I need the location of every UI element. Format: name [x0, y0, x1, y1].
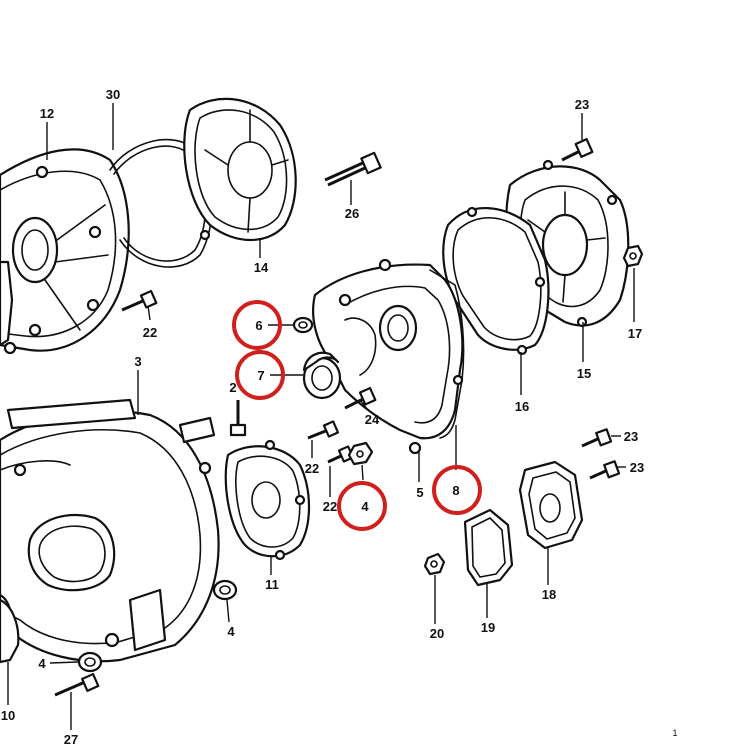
- highlight-circle-4: [337, 481, 387, 531]
- label-23-top: 23: [575, 97, 589, 112]
- label-23-right-upper: 23: [624, 429, 638, 444]
- part-17-nut: [622, 244, 644, 268]
- part-26-bolt: [324, 151, 382, 187]
- label-2: 2: [229, 380, 236, 395]
- label-3: 3: [134, 354, 141, 369]
- part-12-generator-cover: [0, 148, 130, 355]
- label-14: 14: [254, 260, 269, 275]
- highlight-circle-7: [235, 350, 285, 400]
- label-19: 19: [481, 620, 495, 635]
- label-23-right-lower: 23: [630, 460, 644, 475]
- label-22-lower: 22: [323, 499, 337, 514]
- part-6-washer: [292, 316, 314, 334]
- leader-lines: [7, 103, 635, 730]
- part-23-right-bolts: [581, 428, 621, 480]
- label-26: 26: [345, 206, 359, 221]
- label-12: 12: [40, 106, 54, 121]
- label-30: 30: [106, 87, 120, 102]
- highlight-circles: [232, 300, 482, 531]
- label-10: 10: [1, 708, 15, 723]
- label-17: 17: [628, 326, 642, 341]
- label-8: 8: [452, 483, 459, 498]
- part-7-oil-seal: [302, 351, 342, 400]
- part-4-nut-center: [347, 441, 374, 466]
- part-number-labels: 12 30 14 23 26 17 22 6 7 2 24 15 16 3 22…: [1, 87, 678, 747]
- part-24-bolt: [344, 386, 377, 410]
- label-4-right: 4: [227, 624, 235, 639]
- highlight-circle-8: [432, 465, 482, 515]
- part-14-round-cover: [183, 97, 297, 242]
- label-22-center: 22: [305, 461, 319, 476]
- part-11-gasket: [224, 439, 311, 561]
- part-8-gasket: [429, 269, 465, 439]
- part-22-bolts: [121, 289, 355, 464]
- part-19-gasket: [463, 508, 514, 587]
- part-20-nut: [423, 552, 446, 576]
- part-18-cover: [518, 460, 584, 550]
- label-18: 18: [542, 587, 556, 602]
- label-16: 16: [515, 399, 529, 414]
- label-1: 1: [672, 728, 677, 738]
- label-11: 11: [265, 577, 279, 592]
- part-23-top-bolt: [561, 138, 594, 162]
- part-27-bolt: [54, 672, 100, 697]
- part-16-gasket: [442, 206, 550, 356]
- highlight-circle-6: [232, 300, 282, 350]
- label-6: 6: [255, 318, 262, 333]
- label-4-center: 4: [361, 499, 369, 514]
- part-3-crankcase-cover: [0, 398, 220, 663]
- label-15: 15: [577, 366, 591, 381]
- part-5-timing-cover: [312, 258, 464, 455]
- label-5: 5: [416, 485, 423, 500]
- part-2-bolt: [229, 400, 247, 437]
- label-24: 24: [365, 412, 380, 427]
- label-7: 7: [257, 368, 264, 383]
- part-4-dowel-right: [212, 579, 238, 601]
- part-10-fitting: [0, 598, 20, 664]
- label-20: 20: [430, 626, 444, 641]
- label-22-left: 22: [143, 325, 157, 340]
- label-4-left: 4: [38, 656, 46, 671]
- label-27: 27: [64, 732, 78, 747]
- part-4-dowel-left: [77, 651, 103, 673]
